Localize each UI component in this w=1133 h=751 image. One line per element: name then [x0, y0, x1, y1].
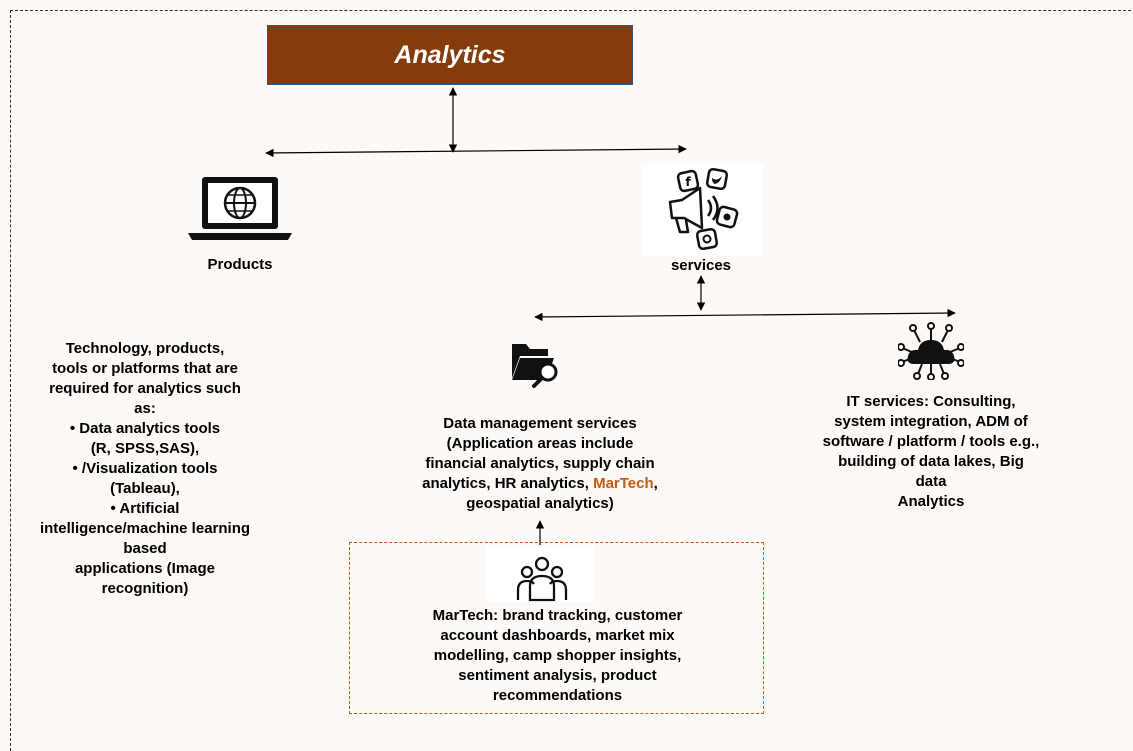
cloud-network-icon	[898, 322, 964, 380]
data-management-text: analytics, HR analytics,	[422, 475, 594, 492]
products-desc-line: Technology, products,	[65, 340, 225, 357]
folder-search-icon	[512, 344, 558, 388]
products-desc-line: • Data analytics tools	[69, 420, 221, 437]
services-horizontal-arrow	[534, 308, 956, 322]
martech-highlight: MarTech	[593, 475, 654, 492]
products-desc-line: applications (Image	[74, 560, 216, 577]
it-services-line: data	[915, 473, 947, 490]
laptop-globe-icon	[188, 177, 292, 240]
products-desc-line: (R, SPSS,SAS),	[90, 440, 200, 457]
it-services-line: Analytics	[897, 493, 965, 510]
products-desc-line: as:	[134, 400, 156, 417]
people-group-icon	[516, 556, 568, 602]
data-management-line: analytics, HR analytics, MarTech,	[400, 474, 680, 494]
it-services-line: software / platform / tools e.g.,	[822, 433, 1040, 450]
analytics-title: Analytics	[394, 40, 506, 69]
data-management-line: (Application areas include	[446, 435, 634, 452]
martech-icon-box	[487, 545, 595, 602]
it-services-line: IT services: Consulting,	[846, 393, 1016, 410]
martech-line: MarTech: brand tracking, customer	[432, 607, 683, 624]
top-horizontal-arrow	[265, 144, 687, 158]
products-desc-line: (Tableau),	[110, 480, 180, 497]
martech-description: MarTech: brand tracking, customer accoun…	[380, 606, 735, 706]
data-management-line: geospatial analytics)	[466, 495, 614, 512]
it-services-line: system integration, ADM of	[834, 413, 1028, 430]
products-desc-line: recognition)	[101, 580, 189, 597]
diagram-frame	[10, 10, 1133, 751]
social-media-megaphone-icon: f	[668, 167, 739, 251]
products-desc-line: • /Visualization tools	[72, 460, 218, 477]
services-label: services	[670, 257, 732, 274]
data-management-line: Data management services	[443, 415, 637, 432]
products-desc-line: based	[123, 540, 167, 557]
it-services-description: IT services: Consulting, system integrat…	[800, 392, 1062, 512]
martech-line: account dashboards, market mix	[440, 627, 675, 644]
products-desc-line: • Artificial	[110, 500, 180, 517]
products-desc-line: intelligence/machine learning	[39, 520, 251, 537]
data-management-description: Data management services (Application ar…	[400, 414, 680, 514]
products-desc-line: required for analytics such	[49, 380, 241, 397]
data-management-text: ,	[653, 475, 658, 492]
products-desc-line: tools or platforms that are	[52, 360, 238, 377]
data-management-line: financial analytics, supply chain	[425, 455, 655, 472]
martech-dashed-box	[349, 542, 764, 714]
martech-line: recommendations	[492, 687, 623, 704]
it-services-line: building of data lakes, Big	[838, 453, 1024, 470]
analytics-title-box: Analytics	[267, 25, 633, 85]
martech-line: modelling, camp shopper insights,	[433, 647, 682, 664]
products-description: Technology, products, tools or platforms…	[20, 339, 270, 599]
svg-text:f: f	[685, 175, 691, 189]
martech-line: sentiment analysis, product	[458, 667, 657, 684]
products-label: Products	[207, 256, 273, 273]
